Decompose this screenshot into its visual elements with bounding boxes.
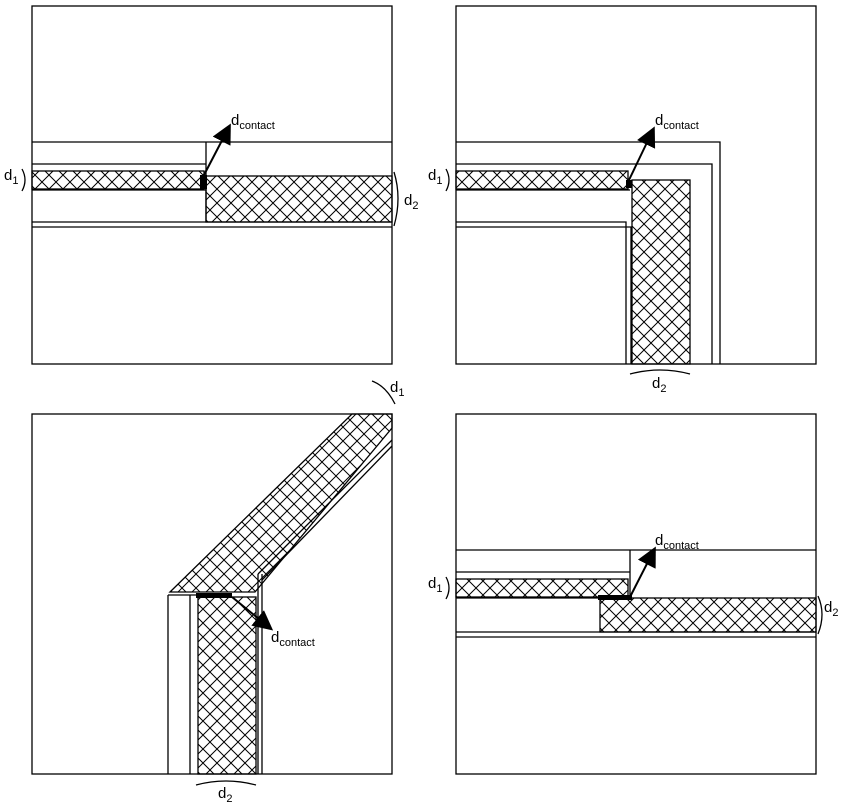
contact-label: dcontact xyxy=(655,112,699,132)
contact-arrow xyxy=(203,123,231,176)
contact-mark xyxy=(626,180,632,188)
contact-label: dcontact xyxy=(271,629,315,649)
panel-top-right: dcontact d1 d2 xyxy=(428,5,817,395)
panel-bottom-left: dcontact d1 d2 xyxy=(31,379,404,805)
insulation-thin xyxy=(455,170,629,190)
contact-arrow xyxy=(231,596,274,631)
d1-bracket xyxy=(445,576,450,600)
panel-top-left: dcontact d1 d2 xyxy=(4,5,418,365)
d2-bracket xyxy=(629,369,691,375)
d2-label: d2 xyxy=(824,599,838,619)
d1-bracket xyxy=(21,168,26,192)
contact-arrow xyxy=(629,546,656,598)
d2-label: d2 xyxy=(652,375,666,395)
d1-label: d1 xyxy=(390,379,404,399)
corner-inner-line xyxy=(456,221,627,364)
corner-line xyxy=(456,163,713,364)
contact-mark xyxy=(598,595,632,600)
d1-label: d1 xyxy=(4,167,18,187)
insulation-thin xyxy=(31,170,205,190)
insulation-thin xyxy=(455,578,629,598)
contact-arrow xyxy=(628,126,656,181)
d2-bracket xyxy=(393,171,399,227)
contact-label: dcontact xyxy=(231,112,275,132)
insulation-thick xyxy=(631,179,691,365)
d1-label: d1 xyxy=(428,575,442,595)
insulation-thick xyxy=(205,175,393,223)
d2-label: d2 xyxy=(218,785,232,805)
insulation-vertical xyxy=(197,596,257,775)
d1-label: d1 xyxy=(428,167,442,187)
d2-bracket xyxy=(195,780,257,786)
panel-bottom-right: dcontact d1 d2 xyxy=(428,413,838,775)
d2-bracket xyxy=(817,595,823,635)
diag-inner-line xyxy=(261,445,393,581)
contact-mark xyxy=(200,175,207,189)
diag-inner-line xyxy=(257,439,393,575)
insulation-thick xyxy=(599,597,817,633)
contact-label: dcontact xyxy=(655,532,699,552)
contact-mark xyxy=(196,593,232,598)
insulation-diagonal xyxy=(168,413,393,593)
corner-inner-line xyxy=(456,226,632,364)
corner-outer-line xyxy=(456,141,721,364)
d1-bracket xyxy=(371,380,396,405)
d2-label: d2 xyxy=(404,192,418,212)
d1-bracket xyxy=(445,168,450,192)
